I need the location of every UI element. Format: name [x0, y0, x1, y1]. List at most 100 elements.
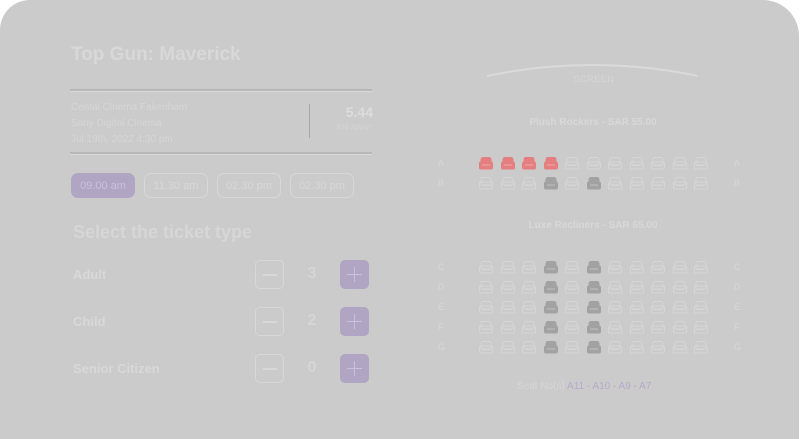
seat-available[interactable] — [565, 281, 579, 294]
decrement-button[interactable] — [255, 260, 284, 289]
seat-available[interactable] — [608, 261, 622, 274]
seat-available[interactable] — [672, 157, 687, 170]
seat-available[interactable] — [651, 321, 665, 334]
increment-button[interactable] — [340, 354, 369, 383]
seat-available[interactable] — [629, 341, 644, 354]
seat-available[interactable] — [500, 321, 515, 334]
seat-selected[interactable] — [522, 157, 536, 170]
seat-available[interactable] — [479, 321, 493, 334]
seat-available[interactable] — [694, 177, 708, 190]
seat-available[interactable] — [522, 321, 536, 334]
seat-available[interactable] — [500, 341, 515, 354]
seat-available[interactable] — [629, 301, 644, 314]
seat-available[interactable] — [694, 341, 708, 354]
seat-available[interactable] — [629, 281, 644, 294]
seat-available[interactable] — [672, 177, 687, 190]
ticket-row-child: Child 2 — [73, 307, 373, 337]
seat-icon — [586, 261, 601, 274]
seat-available[interactable] — [608, 281, 622, 294]
seat-available[interactable] — [629, 261, 644, 274]
seat-available[interactable] — [500, 261, 515, 274]
seat-available[interactable] — [694, 157, 708, 170]
showtime-button[interactable]: 02.30 pm — [290, 173, 354, 198]
seat-available[interactable] — [629, 321, 644, 334]
seat-available[interactable] — [672, 301, 687, 314]
seat-icon — [694, 281, 708, 294]
row-label: B — [734, 178, 741, 188]
seat-available[interactable] — [651, 301, 665, 314]
seat-available[interactable] — [500, 177, 515, 190]
row-label: G — [734, 342, 742, 352]
seat-available[interactable] — [479, 177, 493, 190]
seat-icon — [651, 261, 665, 274]
seat-list — [479, 341, 708, 354]
seat-icon — [522, 321, 536, 334]
showtime-button[interactable]: 02.30 pm — [217, 173, 281, 198]
seat-available[interactable] — [500, 301, 515, 314]
increment-button[interactable] — [340, 307, 369, 336]
seat-available[interactable] — [586, 157, 601, 170]
seat-available[interactable] — [522, 177, 536, 190]
seat-available[interactable] — [565, 177, 579, 190]
seat-icon — [479, 157, 493, 170]
seat-icon — [608, 281, 622, 294]
seat-available[interactable] — [522, 301, 536, 314]
decrement-button[interactable] — [255, 354, 284, 383]
seat-available[interactable] — [651, 261, 665, 274]
seat-available[interactable] — [479, 261, 493, 274]
seat-list — [479, 177, 708, 190]
seat-available[interactable] — [608, 321, 622, 334]
seat-icon — [479, 301, 493, 314]
seat-available[interactable] — [608, 301, 622, 314]
seat-icon — [672, 157, 687, 170]
seat-available[interactable] — [565, 321, 579, 334]
seat-booked — [586, 341, 601, 354]
seat-available[interactable] — [608, 177, 622, 190]
seat-icon — [479, 341, 493, 354]
seat-available[interactable] — [608, 341, 622, 354]
seat-icon — [608, 321, 622, 334]
seat-available[interactable] — [522, 281, 536, 294]
seat-available[interactable] — [565, 301, 579, 314]
seat-available[interactable] — [629, 157, 644, 170]
seat-available[interactable] — [522, 261, 536, 274]
seat-available[interactable] — [479, 341, 493, 354]
seat-booked — [543, 301, 558, 314]
seat-available[interactable] — [565, 157, 579, 170]
seat-available[interactable] — [565, 261, 579, 274]
seat-available[interactable] — [694, 261, 708, 274]
seat-available[interactable] — [672, 281, 687, 294]
showtime-button[interactable]: 09.00 am — [71, 173, 135, 198]
seat-available[interactable] — [651, 177, 665, 190]
seat-available[interactable] — [522, 341, 536, 354]
seat-available[interactable] — [694, 321, 708, 334]
seat-booked — [586, 177, 601, 190]
seat-available[interactable] — [672, 341, 687, 354]
seat-available[interactable] — [651, 157, 665, 170]
seat-available[interactable] — [479, 301, 493, 314]
seat-icon — [672, 321, 687, 334]
seat-available[interactable] — [565, 341, 579, 354]
seat-selected[interactable] — [500, 157, 515, 170]
seat-available[interactable] — [651, 281, 665, 294]
seat-available[interactable] — [500, 281, 515, 294]
seat-available[interactable] — [608, 157, 622, 170]
seat-icon — [629, 261, 644, 274]
seat-selected[interactable] — [543, 157, 558, 170]
seat-available[interactable] — [694, 301, 708, 314]
showtime-button[interactable]: 11.30 am — [144, 173, 208, 198]
seat-selected[interactable] — [479, 157, 493, 170]
decrement-button[interactable] — [255, 307, 284, 336]
seat-available[interactable] — [651, 341, 665, 354]
seat-available[interactable] — [629, 177, 644, 190]
seat-icon — [629, 281, 644, 294]
seat-list — [479, 281, 708, 294]
seat-available[interactable] — [694, 281, 708, 294]
increment-button[interactable] — [340, 260, 369, 289]
seat-available[interactable] — [672, 321, 687, 334]
seat-available[interactable] — [479, 281, 493, 294]
seat-available[interactable] — [672, 261, 687, 274]
